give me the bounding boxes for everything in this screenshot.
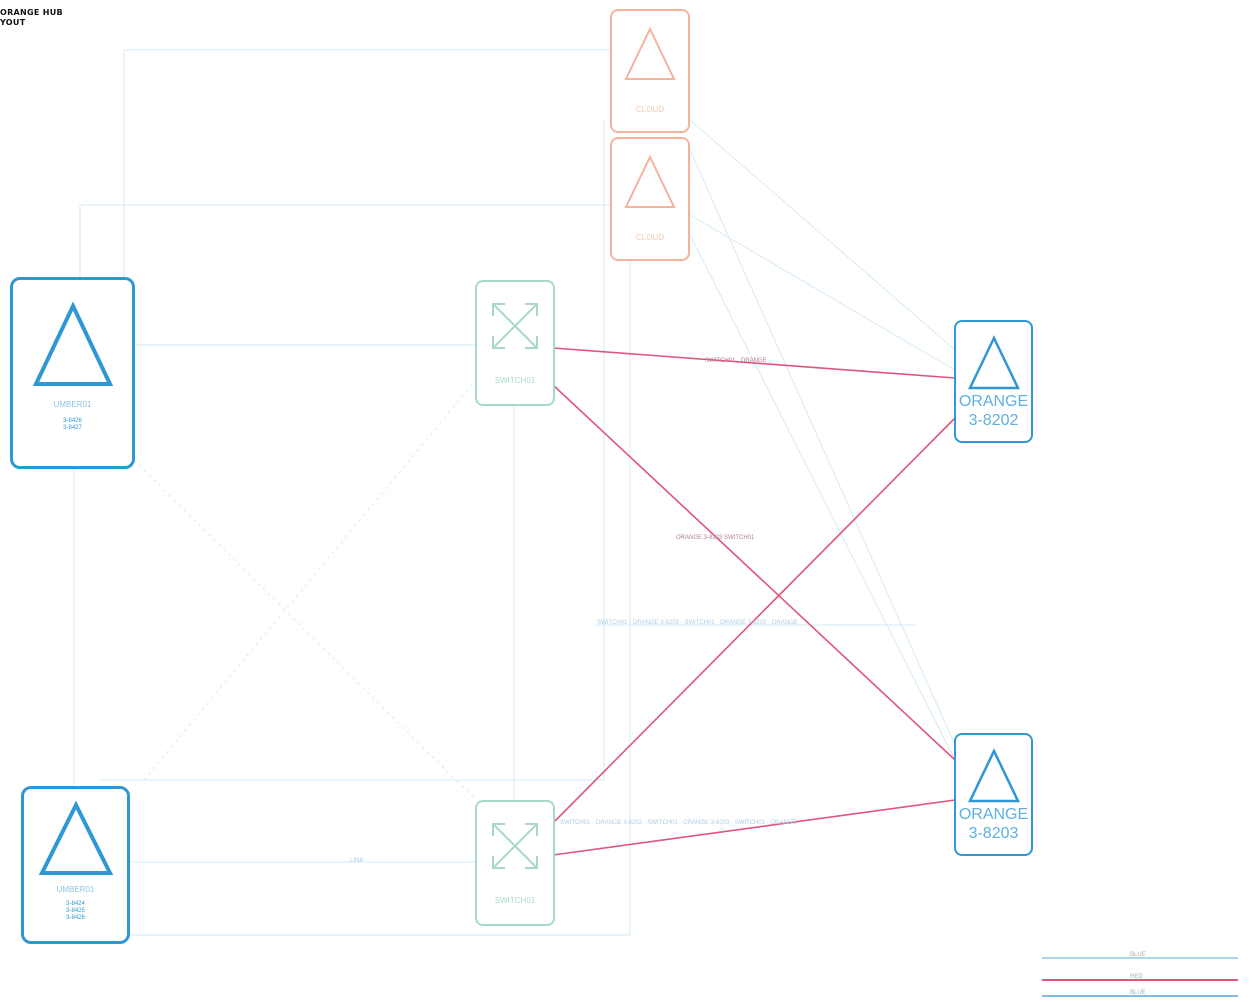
edge-label-bottom: SWITCH01 · ORANGE 3-8202 · SWITCH01 · OR…: [560, 820, 797, 826]
legend-item: RED: [1042, 974, 1242, 984]
legend-item: BLUE: [1042, 952, 1242, 962]
device-node-left-bottom[interactable]: UMBER01 3-8424 3-8425 3-8426: [21, 786, 130, 944]
switch-node-bottom[interactable]: SWITCH01: [475, 800, 555, 926]
edge-label-left: LINK: [350, 858, 364, 864]
device-name: UMBER01: [56, 885, 95, 894]
device-id: 3-8426: [63, 417, 82, 424]
expand-arrows-icon: [492, 823, 538, 869]
link-switch-top-to-orange-8202[interactable]: [552, 347, 956, 379]
cloud-node-label: CLOUD: [635, 105, 664, 114]
legend-swatch: [1042, 979, 1238, 981]
legend-item: BLUE: [1042, 990, 1242, 1000]
switch-label: SWITCH01: [494, 896, 536, 905]
legend-label: RED: [1130, 974, 1143, 980]
faint-line: [689, 149, 956, 746]
triangle-icon: [967, 335, 1020, 390]
link-switch-bottom-to-orange-8203[interactable]: [552, 799, 956, 856]
title-line-1: ORANGE HUB: [0, 8, 63, 17]
node-id: 3-8203: [968, 825, 1019, 843]
device-id: 3-8425: [66, 907, 85, 914]
edge-label-top: SWITCH01 · ORANGE: [705, 358, 767, 364]
switch-node-top[interactable]: SWITCH01: [475, 280, 555, 406]
node-id: 3-8202: [968, 412, 1019, 430]
device-name: UMBER01: [53, 400, 92, 409]
legend-label: BLUE: [1130, 990, 1146, 996]
expand-arrows-icon: [492, 303, 538, 349]
cloud-node-top[interactable]: CLOUD: [610, 9, 690, 133]
triangle-icon: [38, 801, 113, 875]
triangle-icon: [624, 26, 676, 80]
faint-line: [689, 214, 956, 371]
legend-swatch: [1042, 995, 1238, 997]
title-line-2: YOUT: [0, 18, 26, 27]
orange-node-8203[interactable]: ORANGE 3-8203: [954, 733, 1033, 856]
device-id: 3-8426: [66, 914, 85, 921]
faint-line: [689, 119, 956, 351]
faint-line: [689, 234, 956, 761]
device-node-left-top[interactable]: UMBER01 3-8426 3-8427: [10, 277, 135, 469]
faint-line: [133, 459, 477, 801]
primary-links: [552, 347, 956, 856]
triangle-icon: [967, 748, 1020, 803]
node-name: ORANGE: [958, 806, 1029, 823]
cloud-node-label: CLOUD: [635, 233, 664, 242]
link-switch-top-to-orange-8203[interactable]: [552, 384, 956, 761]
legend-label: BLUE: [1130, 952, 1146, 958]
device-id: 3-8427: [63, 424, 82, 431]
triangle-icon: [624, 154, 676, 208]
faint-connections: [73, 49, 956, 936]
legend-swatch: [1042, 957, 1238, 959]
edge-label-middle: SWITCH01 · ORANGE 3-8203 · SWITCH01 · OR…: [597, 620, 798, 626]
legend: BLUE RED BLUE: [1042, 952, 1242, 1002]
cloud-node-mid[interactable]: CLOUD: [610, 137, 690, 261]
device-id: 3-8424: [66, 900, 85, 907]
edge-label-cross: ORANGE 3-8203 SWITCH01: [676, 535, 755, 541]
link-switch-bottom-to-orange-8202[interactable]: [552, 417, 956, 824]
faint-line: [143, 379, 477, 781]
switch-label: SWITCH01: [494, 376, 536, 385]
page-title: ORANGE HUB YOUT: [0, 8, 63, 28]
node-name: ORANGE: [958, 393, 1029, 410]
triangle-icon: [32, 301, 113, 386]
orange-node-8202[interactable]: ORANGE 3-8202: [954, 320, 1033, 443]
